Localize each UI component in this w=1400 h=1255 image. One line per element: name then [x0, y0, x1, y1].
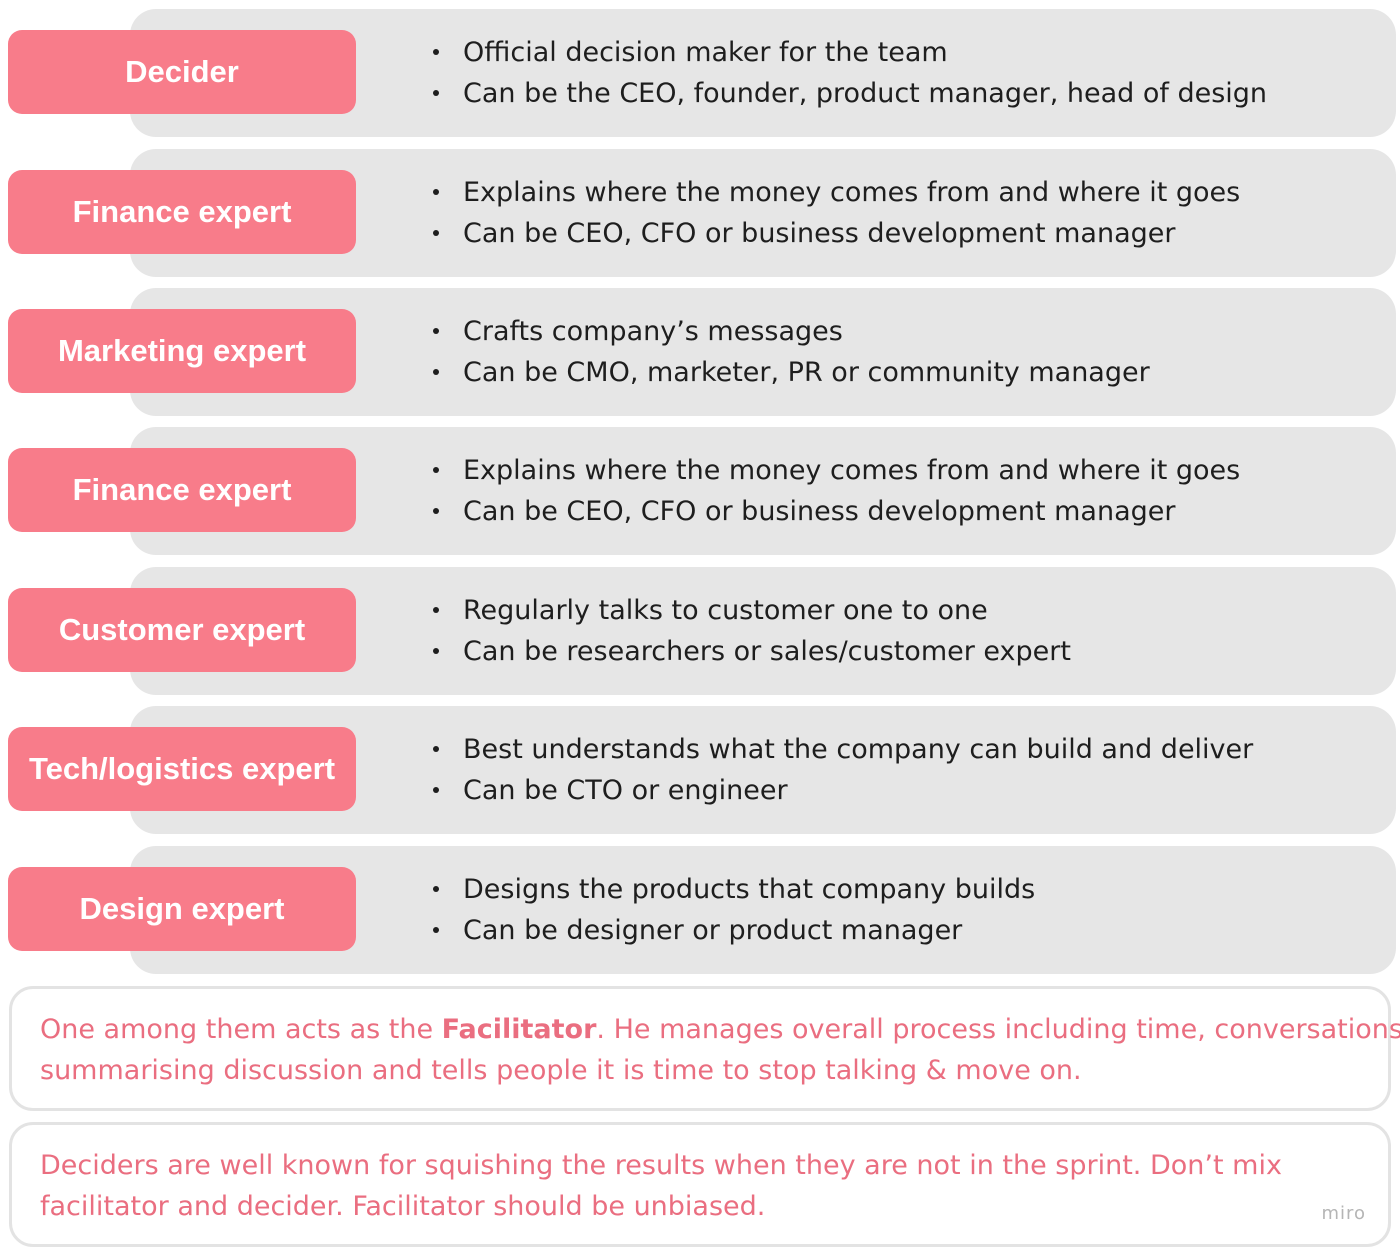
role-row-finance: Finance expert Explains where the money … [0, 149, 1400, 279]
list-item: Regularly talks to customer one to one [430, 590, 1071, 631]
role-row-tech: Tech/logistics expert Best understands w… [0, 706, 1400, 836]
role-row-finance-2: Finance expert Explains where the money … [0, 427, 1400, 557]
role-description-list: Best understands what the company can bu… [430, 729, 1253, 811]
list-item: Can be CEO, CFO or business development … [430, 213, 1240, 254]
note-line: facilitator and decider. Facilitator sho… [40, 1191, 766, 1222]
role-badge: Design expert [8, 867, 356, 951]
bullet-icon [433, 787, 439, 793]
bullet-icon [433, 648, 439, 654]
bullet-icon [433, 369, 439, 375]
role-description-list: Crafts company’s messages Can be CMO, ma… [430, 311, 1150, 393]
bullet-icon [433, 508, 439, 514]
bullet-icon [433, 607, 439, 613]
role-badge: Customer expert [8, 588, 356, 672]
note-line: summarising discussion and tells people … [40, 1055, 1082, 1086]
list-item: Can be researchers or sales/customer exp… [430, 631, 1071, 672]
list-item: Designs the products that company builds [430, 869, 1035, 910]
bullet-text: Official decision maker for the team [463, 37, 948, 68]
bullet-text: Best understands what the company can bu… [463, 734, 1254, 765]
bullet-icon [433, 49, 439, 55]
bullet-text: Can be researchers or sales/customer exp… [463, 636, 1071, 667]
role-row-marketing: Marketing expert Crafts company’s messag… [0, 288, 1400, 418]
bullet-text: Can be CMO, marketer, PR or community ma… [463, 357, 1150, 388]
role-description-list: Explains where the money comes from and … [430, 450, 1240, 532]
decider-note: Deciders are well known for squishing th… [9, 1122, 1391, 1247]
bullet-icon [433, 886, 439, 892]
list-item: Official decision maker for the team [430, 32, 1267, 73]
facilitator-note: One among them acts as the Facilitator. … [9, 986, 1400, 1111]
bullet-text: Can be CTO or engineer [463, 775, 788, 806]
list-item: Can be CMO, marketer, PR or community ma… [430, 352, 1150, 393]
bullet-icon [433, 230, 439, 236]
facilitator-highlight: Facilitator [441, 1014, 597, 1045]
bullet-text: Explains where the money comes from and … [463, 177, 1241, 208]
role-row-design: Design expert Designs the products that … [0, 846, 1400, 976]
list-item: Explains where the money comes from and … [430, 172, 1240, 213]
list-item: Can be CEO, CFO or business development … [430, 491, 1240, 532]
role-badge: Marketing expert [8, 309, 356, 393]
list-item: Crafts company’s messages [430, 311, 1150, 352]
role-description-list: Explains where the money comes from and … [430, 172, 1240, 254]
role-row-customer: Customer expert Regularly talks to custo… [0, 567, 1400, 697]
list-item: Best understands what the company can bu… [430, 729, 1253, 770]
role-badge: Finance expert [8, 448, 356, 532]
bullet-icon [433, 467, 439, 473]
note-text: . He manages overall process including t… [596, 1014, 1400, 1045]
role-badge: Finance expert [8, 170, 356, 254]
note-text: One among them acts as the [40, 1014, 442, 1045]
list-item: Can be CTO or engineer [430, 770, 1253, 811]
list-item: Can be designer or product manager [430, 910, 1035, 951]
bullet-icon [433, 189, 439, 195]
role-description-list: Designs the products that company builds… [430, 869, 1035, 951]
miro-watermark: miro [1321, 1203, 1366, 1224]
bullet-text: Designs the products that company builds [463, 874, 1036, 905]
bullet-icon [433, 328, 439, 334]
list-item: Explains where the money comes from and … [430, 450, 1240, 491]
bullet-icon [433, 746, 439, 752]
bullet-icon [433, 927, 439, 933]
bullet-text: Can be the CEO, founder, product manager… [463, 78, 1268, 109]
list-item: Can be the CEO, founder, product manager… [430, 73, 1267, 114]
bullet-icon [433, 90, 439, 96]
bullet-text: Can be CEO, CFO or business development … [463, 496, 1176, 527]
role-description-list: Official decision maker for the team Can… [430, 32, 1267, 114]
bullet-text: Crafts company’s messages [463, 316, 843, 347]
bullet-text: Can be designer or product manager [463, 915, 963, 946]
role-badge: Tech/logistics expert [8, 727, 356, 811]
bullet-text: Explains where the money comes from and … [463, 455, 1241, 486]
role-description-list: Regularly talks to customer one to one C… [430, 590, 1071, 672]
bullet-text: Can be CEO, CFO or business development … [463, 218, 1176, 249]
note-line: Deciders are well known for squishing th… [40, 1150, 1282, 1181]
role-row-decider: Decider Official decision maker for the … [0, 9, 1400, 139]
bullet-text: Regularly talks to customer one to one [463, 595, 988, 626]
note-line: One among them acts as the Facilitator. … [40, 1009, 1400, 1050]
role-badge: Decider [8, 30, 356, 114]
